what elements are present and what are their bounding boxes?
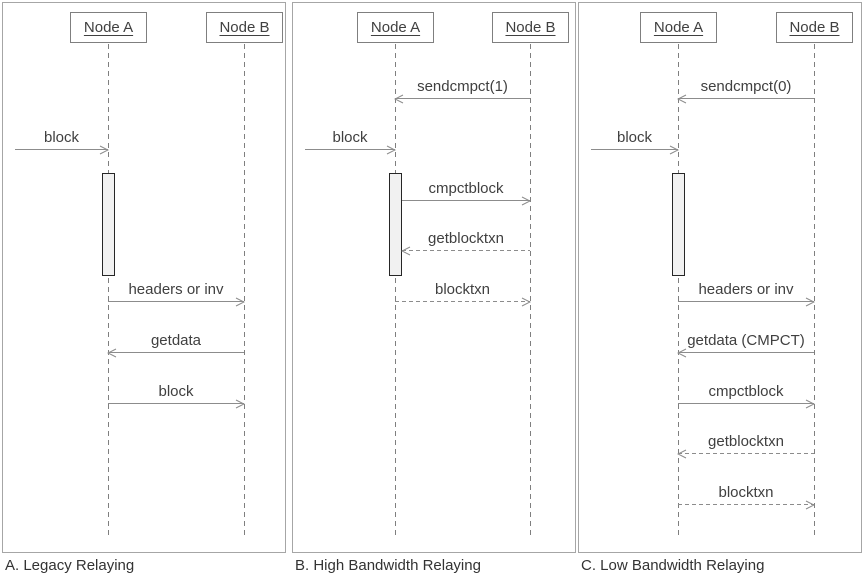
actor-box-node-a: Node A bbox=[640, 12, 717, 43]
actor-label: Node B bbox=[505, 19, 556, 36]
message-getdata: getdata bbox=[107, 329, 244, 358]
message-line bbox=[402, 250, 530, 251]
activation-bar bbox=[672, 173, 685, 276]
arrowhead-right-icon bbox=[386, 145, 396, 155]
arrowhead-left-icon bbox=[394, 94, 404, 104]
message-label: blocktxn bbox=[718, 484, 774, 501]
panel-caption-b: B. High Bandwidth Relaying bbox=[295, 557, 481, 574]
message-cmpctblock: cmpctblock bbox=[402, 177, 531, 206]
lifeline-node-b bbox=[814, 44, 815, 539]
message-line bbox=[678, 504, 814, 505]
arrowhead-left-icon bbox=[401, 246, 411, 256]
message-sendcmpct-1: sendcmpct(1) bbox=[394, 75, 530, 104]
actor-label: Node A bbox=[83, 19, 134, 36]
message-line bbox=[678, 453, 814, 454]
message-block: block bbox=[591, 126, 679, 155]
lifeline-node-b bbox=[530, 44, 531, 539]
message-line bbox=[108, 352, 244, 353]
arrowhead-right-icon bbox=[235, 399, 245, 409]
message-line bbox=[678, 98, 814, 99]
message-label: getdata bbox=[150, 332, 202, 349]
arrowhead-left-icon bbox=[677, 94, 687, 104]
message-line bbox=[305, 149, 395, 150]
message-label: getblocktxn bbox=[708, 433, 784, 450]
message-label: getdata (CMPCT) bbox=[687, 332, 805, 349]
actor-label: Node B bbox=[219, 19, 270, 36]
message-label: blocktxn bbox=[434, 281, 491, 298]
message-getblocktxn: getblocktxn bbox=[401, 227, 530, 256]
panel-b: Node A Node B sendcmpct(1) block cmpctblock g… bbox=[292, 2, 576, 553]
message-headers-or-inv: headers or inv bbox=[108, 278, 245, 307]
arrowhead-left-icon bbox=[677, 449, 687, 459]
message-line bbox=[108, 403, 244, 404]
message-cmpctblock: cmpctblock bbox=[678, 380, 815, 409]
arrowhead-right-icon bbox=[521, 297, 531, 307]
message-label: sendcmpct(0) bbox=[700, 78, 792, 95]
message-label: block bbox=[43, 129, 80, 146]
message-label: sendcmpct(1) bbox=[417, 78, 508, 95]
message-sendcmpct-0: sendcmpct(0) bbox=[677, 75, 814, 104]
arrowhead-right-icon bbox=[805, 399, 815, 409]
lifeline-node-b bbox=[244, 44, 245, 539]
message-block: block bbox=[15, 126, 109, 155]
message-getdata-cmpct: getdata (CMPCT) bbox=[677, 329, 814, 358]
arrowhead-right-icon bbox=[521, 196, 531, 206]
message-line bbox=[678, 301, 814, 302]
message-line bbox=[395, 98, 530, 99]
message-line bbox=[678, 403, 814, 404]
arrowhead-right-icon bbox=[235, 297, 245, 307]
message-line bbox=[402, 200, 530, 201]
message-label: block bbox=[158, 383, 194, 400]
lifeline-node-a bbox=[678, 44, 679, 539]
message-block: block bbox=[305, 126, 396, 155]
activation-bar bbox=[102, 173, 115, 276]
message-label: headers or inv bbox=[128, 281, 224, 298]
message-line bbox=[591, 149, 678, 150]
message-getblocktxn: getblocktxn bbox=[677, 430, 814, 459]
message-label: block bbox=[332, 129, 368, 146]
arrowhead-right-icon bbox=[99, 145, 109, 155]
message-label: headers or inv bbox=[698, 281, 794, 298]
actor-label: Node A bbox=[653, 19, 704, 36]
arrowhead-right-icon bbox=[805, 297, 815, 307]
message-line bbox=[108, 301, 244, 302]
arrowhead-right-icon bbox=[805, 500, 815, 510]
actor-box-node-b: Node B bbox=[776, 12, 853, 43]
message-block: block bbox=[108, 380, 245, 409]
arrowhead-left-icon bbox=[677, 348, 687, 358]
message-label: block bbox=[616, 129, 653, 146]
actor-box-node-a: Node A bbox=[357, 12, 434, 43]
message-headers-or-inv: headers or inv bbox=[678, 278, 815, 307]
message-label: getblocktxn bbox=[428, 230, 504, 247]
message-blocktxn: blocktxn bbox=[678, 481, 815, 510]
panel-c: Node A Node B sendcmpct(0) block headers or … bbox=[578, 2, 862, 553]
actor-label: Node B bbox=[789, 19, 840, 36]
message-line bbox=[395, 301, 530, 302]
message-blocktxn: blocktxn bbox=[395, 278, 531, 307]
lifeline-node-a bbox=[108, 44, 109, 539]
actor-box-node-a: Node A bbox=[70, 12, 147, 43]
arrowhead-right-icon bbox=[669, 145, 679, 155]
message-line bbox=[678, 352, 814, 353]
message-label: cmpctblock bbox=[708, 383, 784, 400]
panel-caption-a: A. Legacy Relaying bbox=[5, 557, 135, 574]
panel-caption-c: C. Low Bandwidth Relaying bbox=[581, 557, 765, 574]
activation-bar bbox=[389, 173, 402, 276]
lifeline-node-a bbox=[395, 44, 396, 539]
panel-a: Node A Node B block headers or inv getdata bl… bbox=[2, 2, 286, 553]
arrowhead-left-icon bbox=[107, 348, 117, 358]
actor-label: Node A bbox=[370, 19, 421, 36]
actor-box-node-b: Node B bbox=[206, 12, 283, 43]
actor-box-node-b: Node B bbox=[492, 12, 569, 43]
message-line bbox=[15, 149, 108, 150]
message-label: cmpctblock bbox=[428, 180, 504, 197]
